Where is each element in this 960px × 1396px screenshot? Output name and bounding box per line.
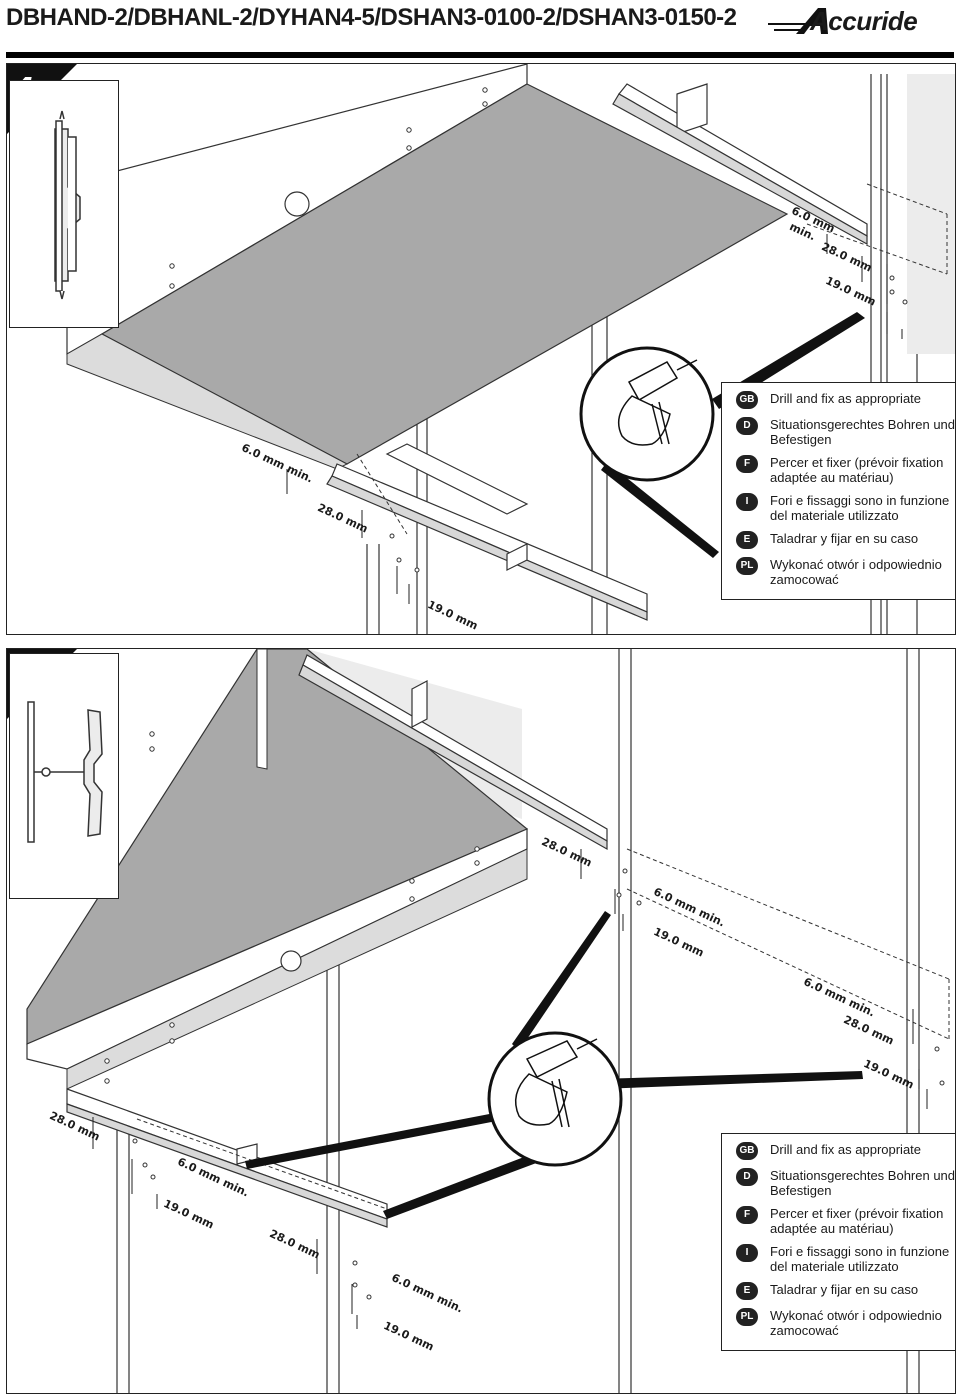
legend-text: Wykonać otwór i odpowiednio zamocować <box>770 1308 942 1338</box>
legend-text: Fori e fissaggi sono in funzione del mat… <box>770 493 950 523</box>
lang-badge: F <box>736 1206 758 1224</box>
legend-text: Situationsgerechtes Bohren und Befestige… <box>770 1168 956 1198</box>
lang-badge: D <box>736 1168 758 1186</box>
lang-badge: E <box>736 531 758 549</box>
legend-text: Percer et fixer (prévoir fixation adapté… <box>770 1206 944 1236</box>
legend-text: Taladrar y fijar en su caso <box>770 531 919 546</box>
header-rule <box>6 52 954 58</box>
accuride-logo <box>768 8 828 34</box>
brand-name: Accuride <box>810 6 918 36</box>
legend-box: GB Drill and fix as appropriate D Situatio… <box>721 382 956 600</box>
legend-row-e: E Taladrar y fijar en su caso <box>722 531 955 549</box>
legend-row-gb: GB Drill and fix as appropriate <box>722 1142 955 1160</box>
legend-text: Wykonać otwór i odpowiednio zamocować <box>770 557 942 587</box>
lang-badge: GB <box>736 391 758 409</box>
step-4a-illustration <box>66 64 955 634</box>
step-4a-panel: 4a 6.0 mm min. 28.0 mm 19.0 mm 6.0 mm mi… <box>6 63 956 635</box>
legend-row-f: F Percer et fixer (prévoir fixation adapt… <box>722 1206 955 1236</box>
drill-icon <box>514 1038 598 1128</box>
lang-badge: F <box>736 455 758 473</box>
legend-row-d: D Situationsgerechtes Bohren und Befestig… <box>722 1168 956 1198</box>
legend-row-d: D Situationsgerechtes Bohren und Befestig… <box>722 417 956 447</box>
document-title: DBHAND-2/DBHANL-2/DYHAN4-5/DSHAN3-0100-2… <box>6 4 737 31</box>
lang-badge: D <box>736 417 758 435</box>
step-4b-illustration <box>26 649 950 1393</box>
legend-row-gb: GB Drill and fix as appropriate <box>722 391 955 409</box>
lang-badge: GB <box>736 1142 758 1160</box>
bracket-inset <box>9 653 119 899</box>
legend-row-i: I Fori e fissaggi sono in funzione del ma… <box>722 493 955 523</box>
legend-text: Drill and fix as appropriate <box>770 391 922 406</box>
legend-row-f: F Percer et fixer (prévoir fixation adapt… <box>722 455 955 485</box>
legend-row-pl: PL Wykonać otwór i odpowiednio zamocować <box>722 557 955 587</box>
bracket-inset <box>9 80 119 328</box>
legend-text: Situationsgerechtes Bohren und Befestige… <box>770 417 956 447</box>
legend-row-e: E Taladrar y fijar en su caso <box>722 1282 955 1300</box>
slide-profile-icon <box>54 110 81 300</box>
lang-badge: PL <box>736 1308 758 1326</box>
lang-badge: PL <box>736 557 758 575</box>
legend-row-pl: PL Wykonać otwór i odpowiednio zamocować <box>722 1308 955 1338</box>
legend-box: GB Drill and fix as appropriate D Situatio… <box>721 1133 956 1351</box>
slide-profile-icon <box>27 701 103 843</box>
step-4b-panel: 4b 28.0 mm 6.0 mm min. 19.0 mm 6.0 mm mi… <box>6 648 956 1394</box>
lang-badge: I <box>736 1244 758 1262</box>
legend-row-i: I Fori e fissaggi sono in funzione del ma… <box>722 1244 955 1274</box>
legend-text: Taladrar y fijar en su caso <box>770 1282 919 1297</box>
drill-icon <box>617 359 698 446</box>
legend-text: Percer et fixer (prévoir fixation adapté… <box>770 455 944 485</box>
legend-text: Fori e fissaggi sono in funzione del mat… <box>770 1244 950 1274</box>
lang-badge: E <box>736 1282 758 1300</box>
legend-text: Drill and fix as appropriate <box>770 1142 922 1157</box>
lang-badge: I <box>736 493 758 511</box>
